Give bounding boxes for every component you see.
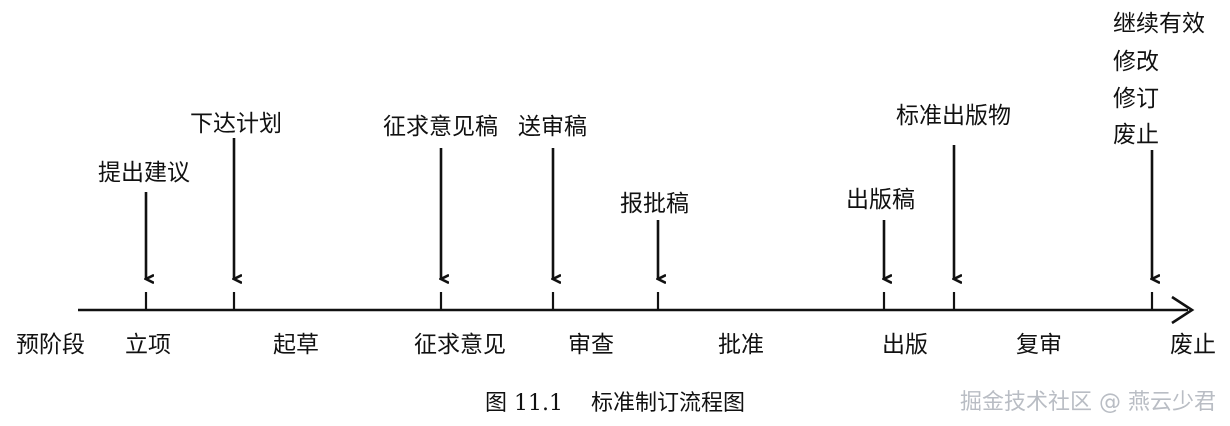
stage-label: 立项: [125, 332, 171, 358]
stage-label: 废止: [1170, 332, 1216, 358]
stage-label: 征求意见: [414, 332, 506, 358]
event-label-e6: 出版稿: [846, 187, 915, 213]
figure-caption: 图 11.1 标准制订流程图: [0, 393, 1230, 415]
stage-label: 复审: [1016, 332, 1062, 358]
event-label-e1: 提出建议: [98, 160, 190, 186]
outcome-label: 继续有效: [1113, 11, 1205, 37]
timeline-arrowhead: [1171, 295, 1195, 325]
outcome-label: 修改: [1113, 49, 1159, 75]
watermark-text: 掘金技术社区 @ 燕云少君: [960, 390, 1216, 415]
event-label-e4: 送审稿: [518, 114, 587, 140]
stage-label: 预阶段: [16, 332, 85, 358]
event-label-e2: 下达计划: [190, 111, 282, 137]
stage-label: 出版: [882, 332, 928, 358]
stage-label: 审查: [568, 332, 614, 358]
stage-label: 批准: [718, 332, 764, 358]
figure-title: 标准制订流程图: [590, 391, 745, 416]
event-label-e3: 征求意见稿: [383, 114, 498, 140]
figure-number: 图 11.1: [485, 391, 563, 416]
outcome-label: 废止: [1113, 122, 1159, 148]
stage-label: 起草: [273, 332, 319, 358]
event-label-e5: 报批稿: [620, 191, 689, 217]
event-label-e7: 标准出版物: [896, 103, 1011, 129]
outcome-label: 修订: [1113, 86, 1159, 112]
